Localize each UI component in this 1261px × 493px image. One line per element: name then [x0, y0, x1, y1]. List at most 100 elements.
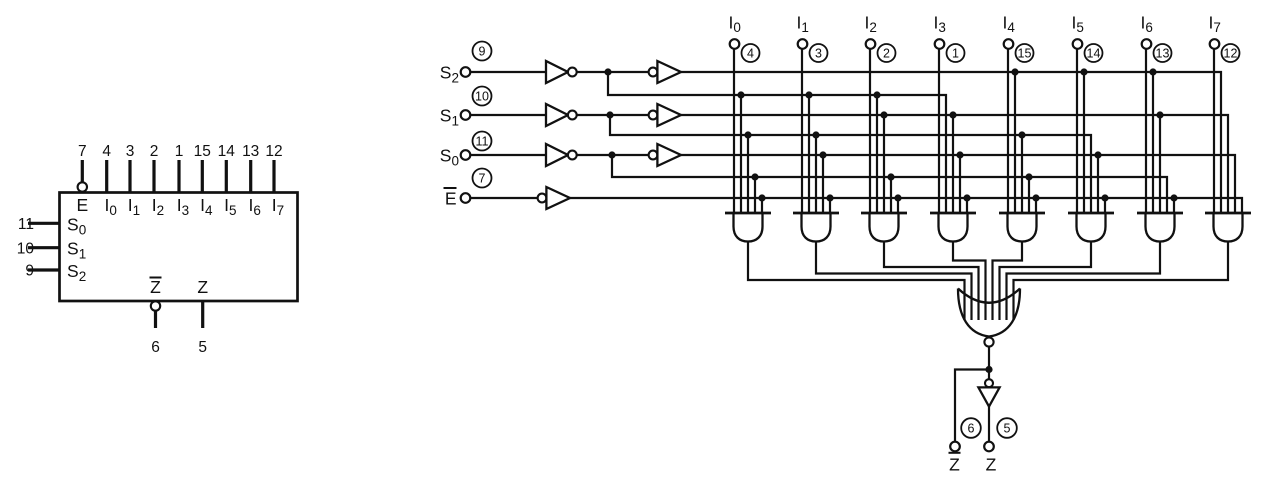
pin-number: 13: [242, 143, 259, 160]
pin-number: 2: [883, 46, 890, 60]
terminal-S0: [459, 149, 472, 161]
label-I5: I5: [1072, 13, 1084, 36]
inverter-bubble: [647, 109, 659, 121]
rail-taps: [739, 72, 1176, 213]
label-I7: I7: [1209, 13, 1221, 36]
data-inputs: I0 I1 I2 I3 I4 I5 I6 I7 4 3 2 1 15 14 13…: [729, 13, 1241, 213]
pin-number: 10: [475, 89, 489, 103]
terminal-nE: [459, 192, 472, 204]
rail-nS2: [606, 72, 948, 213]
logic-diagram: S2 S1 S0 E 9 10 11 7: [440, 13, 1251, 475]
pin-number: 3: [126, 143, 135, 160]
pin-number: 14: [218, 143, 236, 160]
pin-label-S1: S1: [67, 239, 86, 262]
pin-number: 10: [17, 240, 35, 257]
terminal-I4: [1002, 38, 1015, 50]
label-I2: I2: [865, 13, 877, 36]
pin-number: 3: [815, 46, 822, 60]
inverter-bubble: [647, 66, 659, 78]
pin-number: 7: [479, 171, 486, 185]
pin-label-I6: I6: [249, 195, 261, 218]
inverter-icon: [544, 142, 571, 168]
label-nZ: Z: [949, 455, 960, 475]
pin-number: 12: [265, 143, 282, 160]
terminal-I7: [1208, 38, 1221, 50]
pin-circle-11: [471, 130, 493, 152]
and-gate-5: [1075, 213, 1107, 243]
pin-number: 5: [1004, 421, 1011, 435]
label-S0: S0: [440, 146, 459, 169]
pin-label-I4: I4: [200, 195, 213, 218]
control-inputs: S2 S1 S0 E 9 10 11 7: [440, 40, 493, 209]
pin-leads: [28, 221, 60, 272]
pin-number: 9: [25, 263, 34, 280]
inverter-bubble: [566, 66, 578, 78]
pin-label-I5: I5: [224, 195, 236, 218]
pin-leads: [153, 301, 205, 328]
pin-number: 15: [1018, 46, 1032, 60]
rail-S2: [681, 70, 1223, 213]
active-low-bubble: [149, 300, 162, 312]
label-I0: I0: [729, 13, 741, 36]
terminal-I5: [1071, 38, 1084, 50]
pin-label-S2: S2: [67, 261, 86, 284]
pin-label-nZ: Z: [150, 277, 161, 297]
pin-number: 1: [175, 143, 184, 160]
pin-label-E: E: [76, 195, 88, 215]
inverter-icon: [544, 59, 571, 85]
output-section: 6 5 Z Z: [948, 346, 1018, 475]
pin-circle-12: [1220, 43, 1241, 63]
label-Z: Z: [986, 455, 997, 475]
pin-label-I2: I2: [152, 195, 164, 218]
pin-circle-2: [876, 43, 897, 63]
active-low-bubble: [76, 181, 89, 193]
pin-circle-4: [740, 43, 761, 63]
rail-E: [570, 196, 1244, 213]
bottom-pins: Z Z 6 5: [149, 276, 208, 356]
left-pins: 11 10 9 S0 S1 S2: [17, 214, 86, 284]
pin-number: 14: [1087, 46, 1101, 60]
pin-circle-9: [471, 40, 493, 62]
pin-number: 6: [968, 421, 975, 435]
pin-label-Z: Z: [197, 277, 208, 297]
inverter-bubble: [536, 192, 548, 204]
and-gate-3: [937, 213, 969, 243]
pin-label-S0: S0: [67, 214, 86, 237]
terminal-I2: [864, 38, 877, 50]
pin-circle-1: [945, 43, 966, 63]
signal-rails: [570, 70, 1244, 213]
pin-circle-14: [1083, 43, 1104, 63]
label-I3: I3: [934, 13, 946, 36]
and-gate-0: [732, 213, 764, 243]
pin-number: 1: [952, 46, 959, 60]
pin-label-I7: I7: [272, 195, 284, 218]
label-I1: I1: [797, 13, 809, 36]
pin-symbol-diagram: 7 4 3 2 1 15 14 13 12 E I0 I1 I2 I3 I4 I…: [17, 143, 299, 356]
inverter-icon: [656, 142, 684, 168]
inverter-icon: [544, 102, 571, 128]
pin-label-I3: I3: [177, 195, 189, 218]
output-inverter-icon: [976, 386, 1002, 409]
top-pin-labels: E I0 I1 I2 I3 I4 I5 I6 I7: [76, 195, 284, 218]
pin-circle-10: [471, 85, 493, 107]
input-drops: [732, 48, 1216, 213]
pin-leads: [105, 160, 276, 192]
nor-bubble: [983, 336, 995, 348]
inverter-icon: [656, 102, 684, 128]
and-gate-1: [800, 213, 832, 243]
pin-number: 7: [78, 143, 87, 160]
pin-number: 12: [1224, 46, 1238, 60]
top-pin-leads: [76, 160, 276, 193]
wire-nZ-branch: [953, 368, 989, 442]
label-I4: I4: [1003, 13, 1016, 36]
pin-label-I1: I1: [128, 195, 140, 218]
pin-circle-13: [1152, 43, 1173, 63]
and-gate-6: [1144, 213, 1176, 243]
and-gate-7: [1212, 213, 1244, 243]
pin-circle-6: [960, 417, 982, 439]
pin-number: 5: [198, 339, 207, 356]
inverter-icon: [656, 59, 684, 85]
pin-number: 11: [18, 216, 34, 233]
